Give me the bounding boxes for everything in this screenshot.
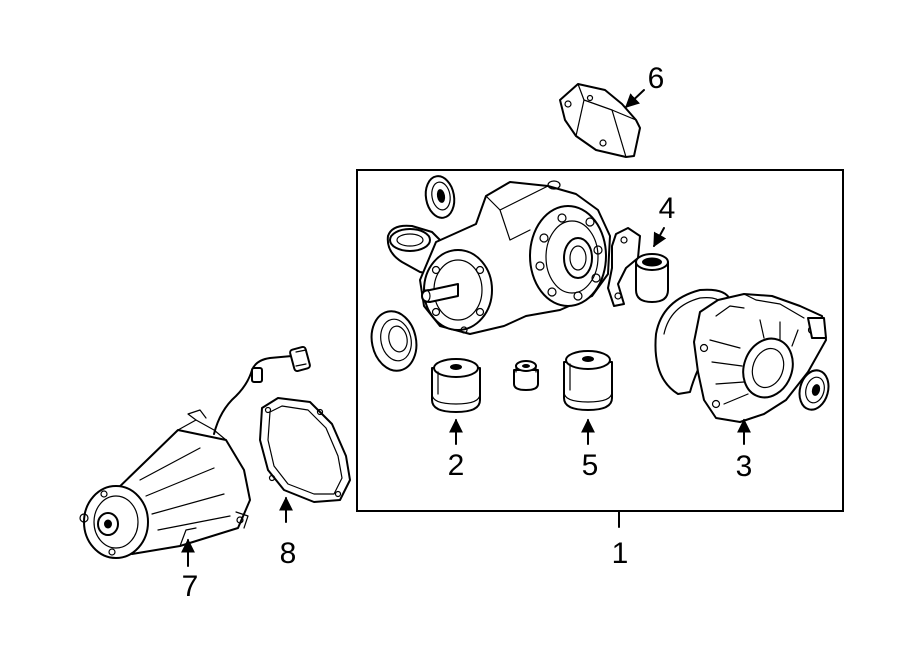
side-seal-left-part bbox=[370, 310, 418, 372]
top-seal-part bbox=[424, 175, 456, 219]
callout-5: 5 bbox=[582, 449, 599, 482]
side-seal-right-part bbox=[798, 369, 830, 411]
assembly-group-box bbox=[356, 169, 844, 512]
arrow-4 bbox=[653, 227, 667, 248]
callout-2: 2 bbox=[448, 449, 465, 482]
callout-4: 4 bbox=[659, 192, 676, 225]
callout-1: 1 bbox=[612, 537, 629, 570]
leader-arrows bbox=[181, 89, 751, 567]
mount-bracket-part bbox=[559, 83, 641, 158]
arrow-6 bbox=[624, 89, 645, 108]
differential-carrier-part bbox=[386, 180, 611, 335]
bushing-bracket-part bbox=[607, 227, 669, 307]
callout-6: 6 bbox=[648, 62, 665, 95]
coupling-actuator-part bbox=[79, 345, 311, 559]
coupling-gasket-part bbox=[259, 397, 351, 503]
callout-7: 7 bbox=[182, 570, 199, 603]
callout-8: 8 bbox=[280, 537, 297, 570]
small-bushing-part bbox=[513, 360, 539, 391]
callout-3: 3 bbox=[736, 450, 753, 483]
differential-cover-part bbox=[693, 293, 827, 423]
bushing-2-part bbox=[431, 358, 481, 413]
bushing-5-part bbox=[563, 350, 613, 411]
